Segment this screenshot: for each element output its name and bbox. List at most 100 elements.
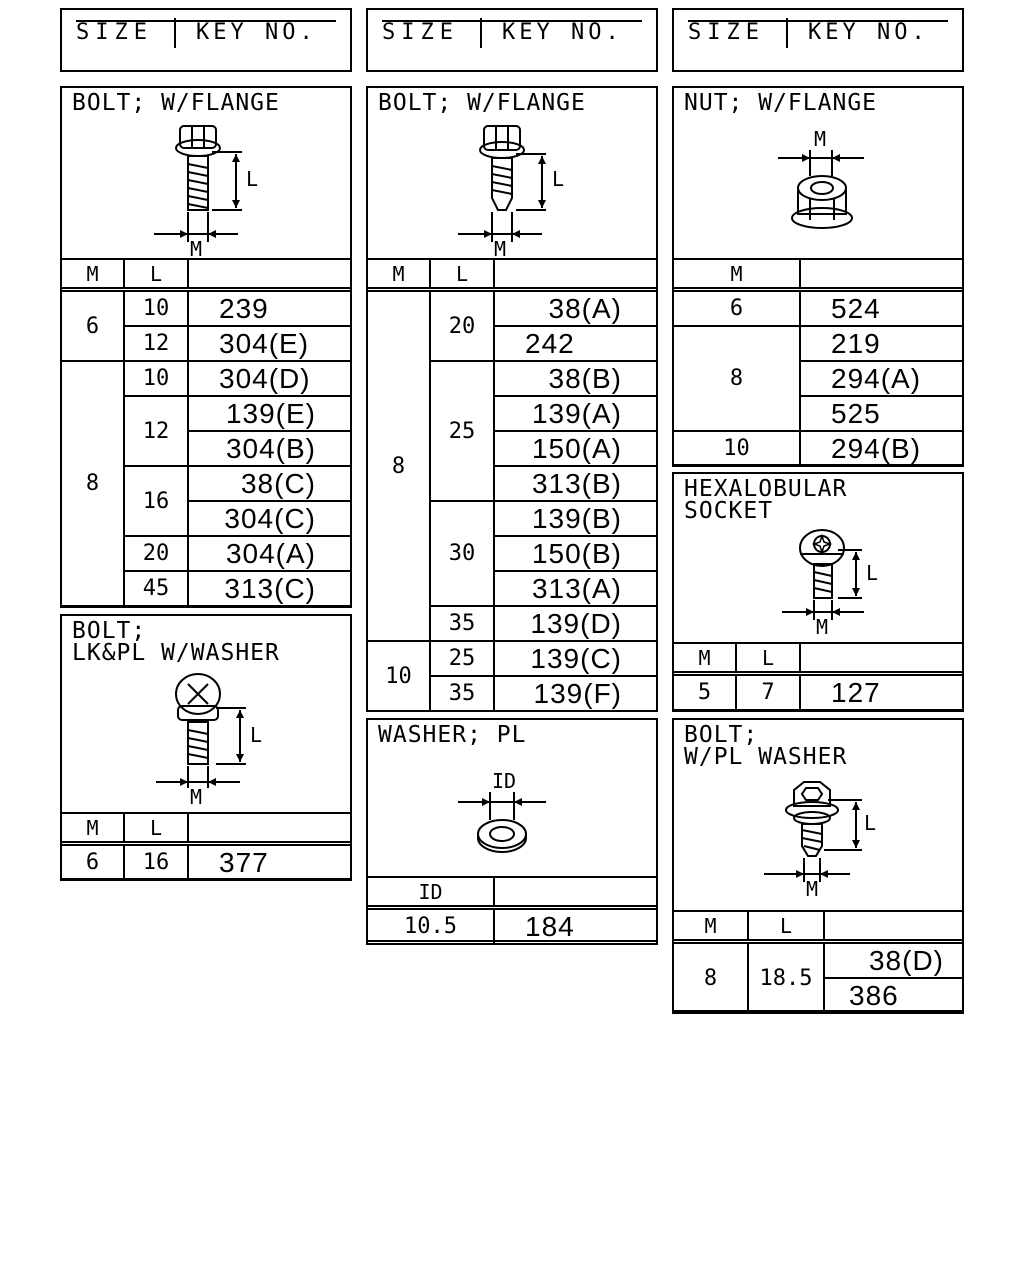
key-no: 386 [823, 977, 964, 1014]
key-no: 304(B) [187, 430, 352, 467]
col-l: L [123, 258, 189, 292]
pl-washer-bolt-icon: L M [764, 781, 876, 901]
key-no: 127 [799, 672, 964, 711]
key-no: 313(A) [493, 570, 658, 607]
l-value: 16 [123, 842, 189, 881]
col-m: M [60, 812, 125, 846]
l-value: 25 [429, 640, 495, 677]
col-m: M [60, 258, 125, 292]
key-no: 313(C) [187, 570, 352, 607]
key-no-label: KEY NO. [808, 20, 929, 45]
key-no: 313(B) [493, 465, 658, 502]
key-no: 38(A) [493, 288, 658, 327]
l-value: 30 [429, 500, 495, 607]
col-l: L [123, 812, 189, 846]
key-no: 150(A) [493, 430, 658, 467]
key-no: 377 [187, 842, 352, 881]
key-no: 184 [493, 906, 658, 945]
m-value: 8 [60, 360, 125, 607]
key-no: 304(D) [187, 360, 352, 397]
dim-m: M [814, 127, 826, 151]
flange-nut-icon: M [778, 127, 864, 229]
dim-l: L [864, 811, 876, 835]
l-value: 45 [123, 570, 189, 607]
dim-l: L [552, 167, 564, 191]
key-no: 304(C) [187, 500, 352, 537]
size-header-col1: SIZE KEY NO. [60, 8, 352, 72]
l-value: 35 [429, 675, 495, 712]
l-value: 10 [123, 288, 189, 327]
part-title: NUT; W/FLANGE [684, 90, 878, 116]
key-no-label: KEY NO. [502, 20, 623, 45]
part-title: BOLT; W/FLANGE [378, 90, 586, 116]
key-no: 139(B) [493, 500, 658, 537]
m-value: 6 [60, 842, 125, 881]
dim-m: M [816, 615, 828, 639]
m-value: 6 [60, 288, 125, 362]
key-no: 139(E) [187, 395, 352, 432]
key-no: 304(E) [187, 325, 352, 362]
key-no: 38(B) [493, 360, 658, 397]
m-value: 5 [672, 672, 737, 711]
l-value: 20 [429, 288, 495, 362]
dim-m: M [806, 877, 818, 901]
key-no: 38(D) [823, 940, 964, 979]
m-value: 10 [672, 430, 801, 467]
key-no: 294(B) [799, 430, 964, 467]
dim-l: L [866, 561, 878, 585]
l-value: 10 [123, 360, 189, 397]
key-no: 38(C) [187, 465, 352, 502]
key-no: 139(D) [493, 605, 658, 642]
col-id: ID [366, 876, 495, 910]
key-no: 139(F) [493, 675, 658, 712]
key-no: 242 [493, 325, 658, 362]
size-label: SIZE [76, 20, 153, 45]
size-label: SIZE [382, 20, 459, 45]
id-value: 10.5 [366, 906, 495, 945]
key-no: 219 [799, 325, 964, 362]
key-no: 239 [187, 288, 352, 327]
col-m: M [672, 910, 749, 944]
key-no: 139(C) [493, 640, 658, 677]
m-value: 8 [672, 940, 749, 1014]
dim-m: M [494, 237, 506, 258]
m-value: 8 [672, 325, 801, 432]
dim-l: L [250, 723, 262, 747]
m-value: 6 [672, 288, 801, 327]
key-no: 139(A) [493, 395, 658, 432]
col-l: L [747, 910, 825, 944]
flange-bolt-tapered-icon: L M [458, 125, 564, 258]
key-no: 524 [799, 288, 964, 327]
l-value: 20 [123, 535, 189, 572]
l-value: 12 [123, 395, 189, 467]
dim-id: ID [492, 769, 516, 793]
key-no-label: KEY NO. [196, 20, 317, 45]
m-value: 10 [366, 640, 431, 712]
key-no: 150(B) [493, 535, 658, 572]
part-title: WASHER; PL [378, 722, 527, 748]
size-header-col3: SIZE KEY NO. [672, 8, 964, 72]
col-l: L [735, 642, 801, 676]
l-value: 35 [429, 605, 495, 642]
key-no: 525 [799, 395, 964, 432]
lkpl-washer-bolt-icon: L M [156, 673, 262, 809]
part-title: BOLT; W/FLANGE [72, 90, 280, 116]
hexalobular-bolt-icon: L M [782, 529, 878, 639]
l-value: 25 [429, 360, 495, 502]
l-value: 18.5 [747, 940, 825, 1014]
col-m: M [672, 642, 737, 676]
col-l: L [429, 258, 495, 292]
col-m: M [672, 258, 801, 292]
